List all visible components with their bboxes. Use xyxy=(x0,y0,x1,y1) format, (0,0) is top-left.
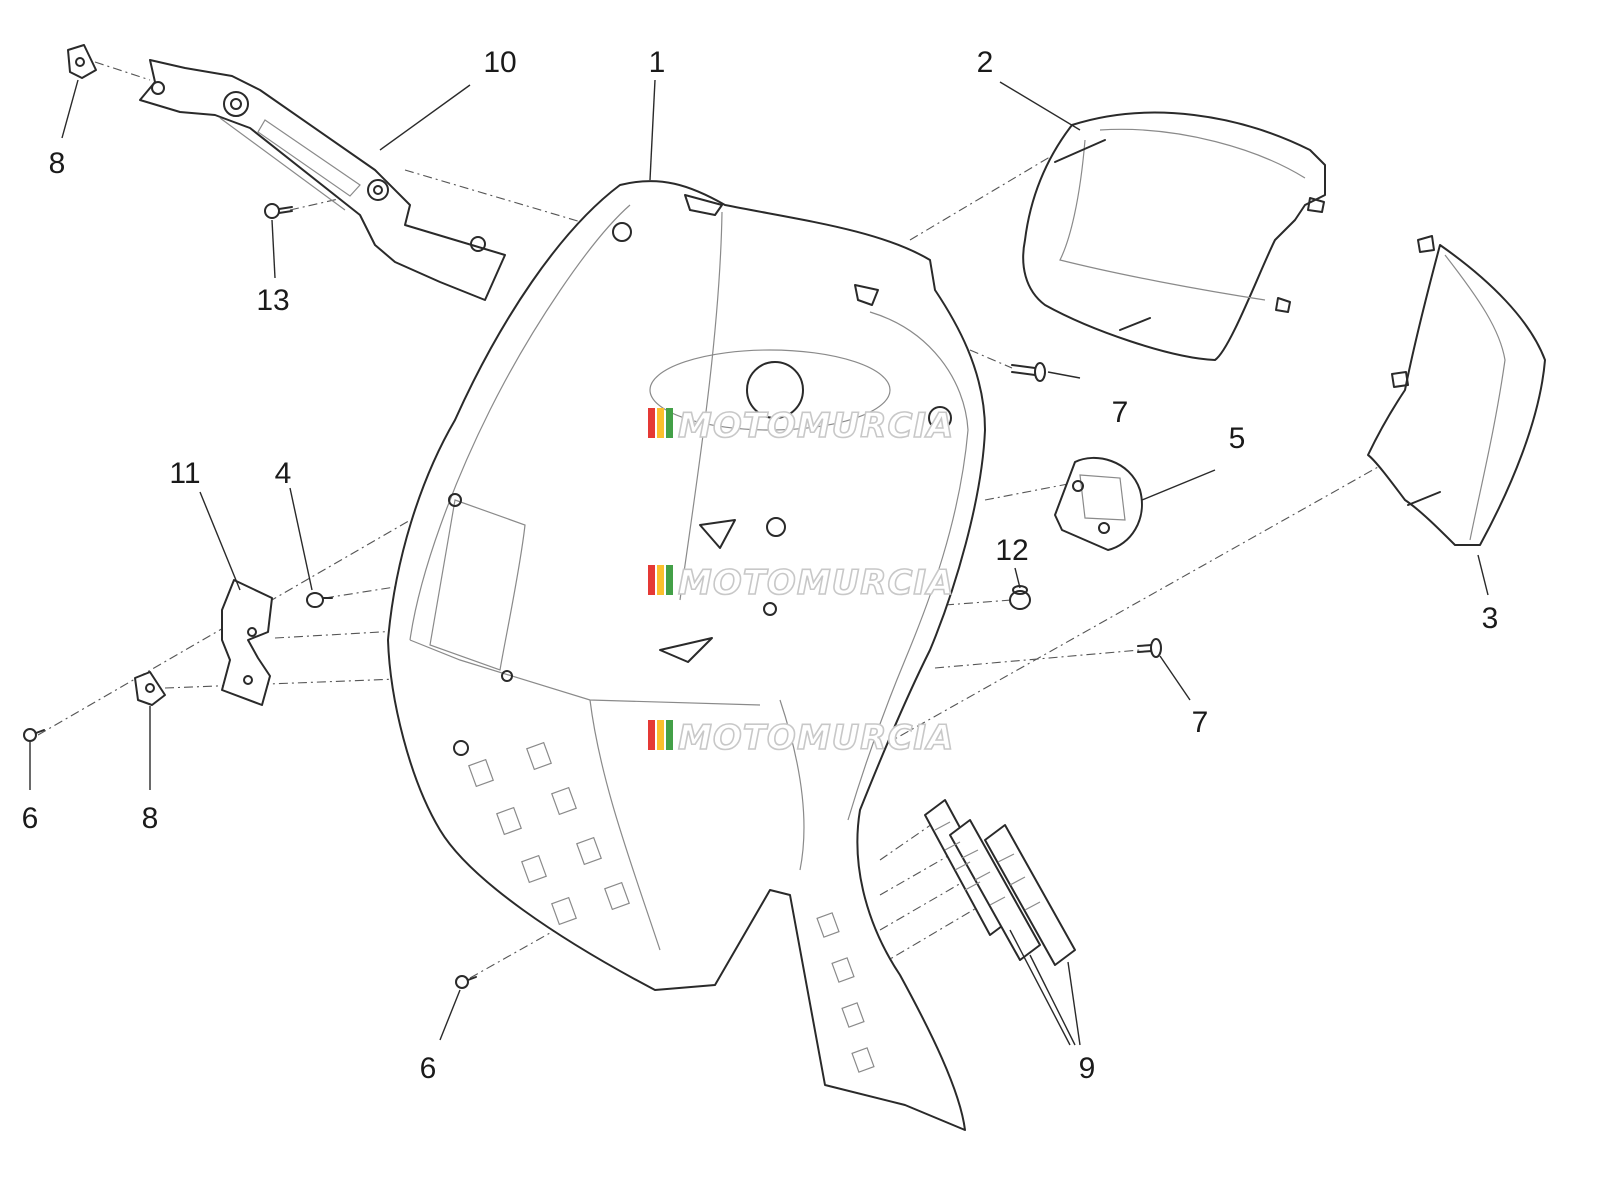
watermark-stripe-red xyxy=(648,408,655,438)
watermark-1: MOTOMURCIA xyxy=(648,405,954,447)
part-2-glovebox-cover xyxy=(1022,111,1326,361)
watermark-2: MOTOMURCIA xyxy=(648,562,954,604)
watermark-stripe-yellow xyxy=(657,408,664,438)
callout-10[interactable]: 10 xyxy=(483,46,516,79)
part-9-clip-strips xyxy=(924,799,1076,966)
callout-8-top[interactable]: 8 xyxy=(49,147,66,180)
callout-11[interactable]: 11 xyxy=(169,457,200,490)
part-3-side-panel xyxy=(1367,235,1546,546)
callout-7-lower[interactable]: 7 xyxy=(1192,706,1209,739)
watermark-text: MOTOMURCIA xyxy=(678,718,954,758)
part-6-screw-left xyxy=(23,728,45,742)
floor-grille-slots xyxy=(468,741,875,1073)
watermark-stripe-green xyxy=(666,565,673,595)
leader-lines xyxy=(29,79,1489,1046)
watermark-3: MOTOMURCIA xyxy=(648,717,954,759)
watermark-stripe-green xyxy=(666,720,673,750)
callout-3[interactable]: 3 xyxy=(1482,602,1499,635)
watermark-stripe-yellow xyxy=(657,565,664,595)
part-4-screw xyxy=(306,592,333,608)
callout-6-left[interactable]: 6 xyxy=(22,802,39,835)
callout-13[interactable]: 13 xyxy=(256,284,289,317)
callout-9[interactable]: 9 xyxy=(1079,1052,1096,1085)
callout-8-lower[interactable]: 8 xyxy=(142,802,159,835)
watermark-text: MOTOMURCIA xyxy=(678,563,954,603)
part-10-bracket xyxy=(139,59,506,301)
callout-7-upper[interactable]: 7 xyxy=(1112,396,1129,429)
watermark-stripe-red xyxy=(648,720,655,750)
part-7-screw-lower xyxy=(1137,638,1162,658)
part-5-lock-cover xyxy=(1054,456,1143,551)
watermark-stripe-yellow xyxy=(657,720,664,750)
part-13-screw xyxy=(264,203,293,219)
callout-6-bottom[interactable]: 6 xyxy=(420,1052,437,1085)
part-8-clip-nut-lower xyxy=(134,671,166,706)
watermark-text: MOTOMURCIA xyxy=(678,406,954,446)
callout-2[interactable]: 2 xyxy=(977,46,994,79)
callout-labels: 1 2 3 4 5 6 6 7 7 8 8 9 10 11 12 13 xyxy=(22,46,1499,1085)
part-8-clip-nut-top xyxy=(67,44,97,79)
part-7-screw-upper xyxy=(1011,362,1046,382)
watermark-stripe-red xyxy=(648,565,655,595)
callout-4[interactable]: 4 xyxy=(275,457,292,490)
part-11-clip-bracket xyxy=(221,579,273,706)
part-12-grommet xyxy=(1009,585,1031,610)
callout-12[interactable]: 12 xyxy=(995,534,1028,567)
callout-5[interactable]: 5 xyxy=(1229,422,1246,455)
part-1-leg-shield xyxy=(387,180,986,1131)
part-6-screw-bottom xyxy=(455,975,477,989)
callout-1[interactable]: 1 xyxy=(649,46,666,79)
watermark-stripe-green xyxy=(666,408,673,438)
